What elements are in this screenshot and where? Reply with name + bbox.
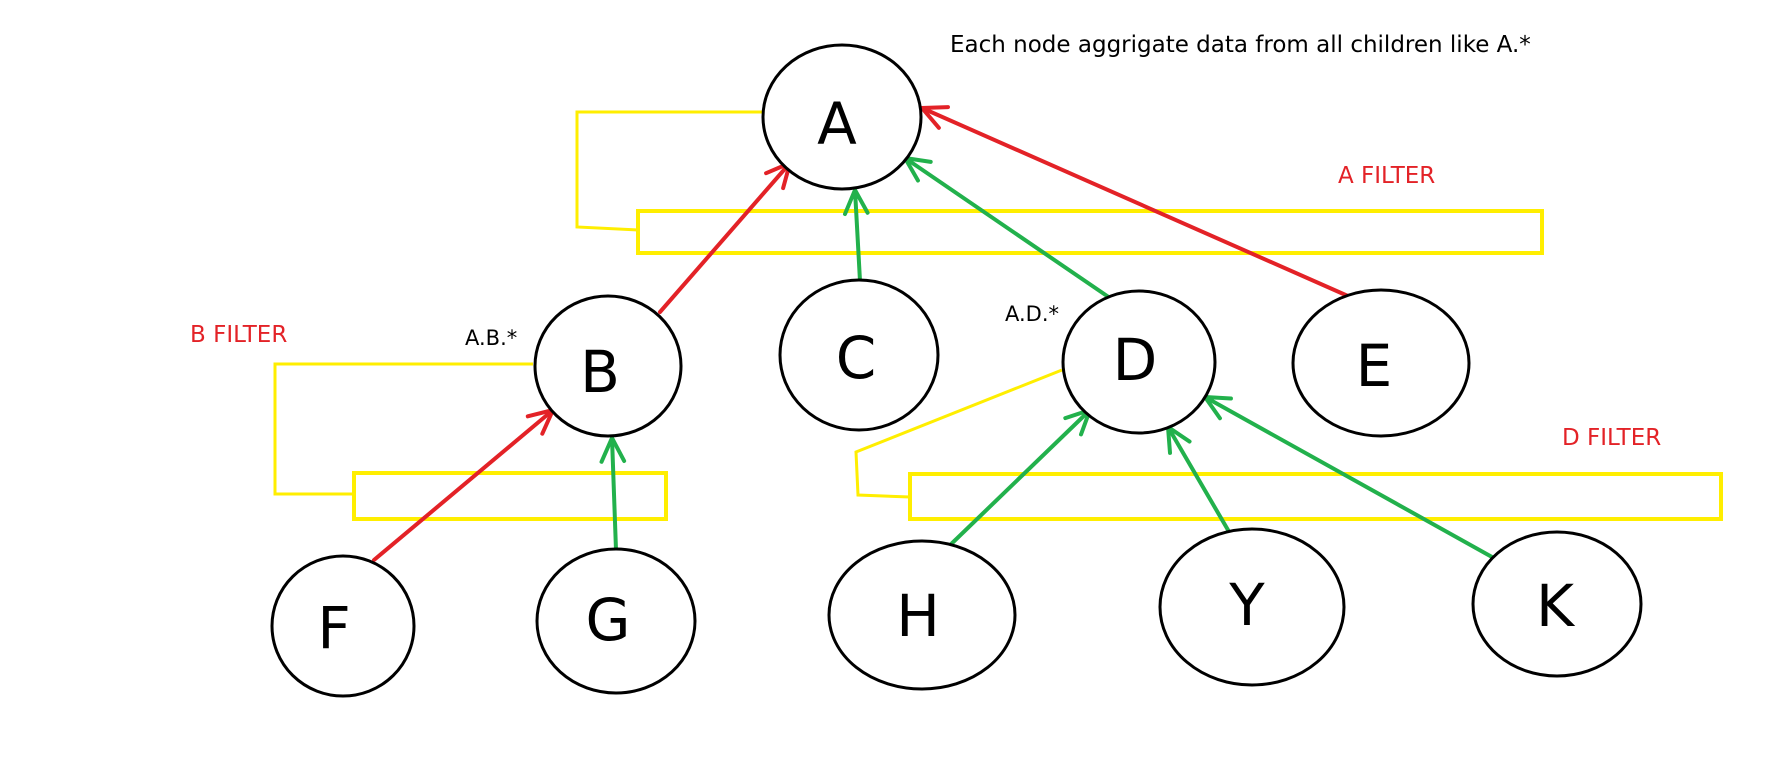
node-k[interactable]: K <box>1471 530 1643 678</box>
path-label-d: A.D.* <box>1005 302 1059 326</box>
node-k-circle <box>1471 530 1643 678</box>
path-label-b: A.B.* <box>465 326 517 350</box>
edge-line <box>610 436 618 552</box>
arrowhead <box>842 185 870 216</box>
a-filter-label: A FILTER <box>1338 163 1435 189</box>
edge-line <box>903 156 1112 300</box>
node-b-circle <box>533 294 683 438</box>
node-f[interactable]: F <box>270 554 416 698</box>
node-e[interactable]: E <box>1291 288 1471 438</box>
node-d-circle <box>1061 289 1217 435</box>
edge-y-to-d <box>1165 423 1230 532</box>
edge-line <box>920 106 1359 302</box>
node-b-label: B <box>580 338 620 406</box>
node-f-circle <box>270 554 416 698</box>
node-h[interactable]: H <box>827 539 1017 691</box>
edge-line <box>1203 395 1494 559</box>
d-filter-bar <box>908 472 1723 521</box>
arrowhead <box>901 155 933 183</box>
node-d[interactable]: D <box>1061 289 1217 435</box>
node-g[interactable]: G <box>535 547 697 695</box>
node-e-circle <box>1291 288 1471 438</box>
node-h-label: H <box>896 582 940 650</box>
node-d-label: D <box>1113 326 1158 394</box>
node-a-circle <box>761 43 923 191</box>
node-g-label: G <box>586 586 631 654</box>
a-filter-bar <box>636 209 1544 255</box>
node-f-label: F <box>317 594 350 662</box>
node-c-label: C <box>836 324 877 392</box>
edge-f-to-b <box>372 407 557 562</box>
node-g-circle <box>535 547 697 695</box>
aggregation-note: Each node aggrigate data from all childr… <box>950 32 1531 58</box>
edge-line <box>1166 425 1230 532</box>
edge-line <box>853 188 862 283</box>
edge-g-to-b <box>599 433 627 552</box>
a-filter: A FILTER <box>575 110 1544 255</box>
b-filter: B FILTER <box>190 322 668 521</box>
node-y-circle <box>1158 527 1346 687</box>
b-filter-label: B FILTER <box>190 322 287 348</box>
edge-b-to-a <box>658 159 794 314</box>
node-a-label: A <box>817 90 857 158</box>
node-b[interactable]: B <box>533 294 683 438</box>
node-y-label: Y <box>1228 571 1265 639</box>
a-filter-bracket <box>575 110 765 232</box>
node-c[interactable]: C <box>778 278 940 432</box>
d-filter-bracket <box>854 368 1063 499</box>
edge-line <box>658 161 792 314</box>
edge-line <box>943 408 1092 552</box>
arrowhead <box>599 433 627 464</box>
node-h-circle <box>827 539 1017 691</box>
edges <box>372 105 1494 562</box>
d-filter: D FILTER <box>854 368 1723 521</box>
edge-h-to-d <box>943 406 1094 552</box>
edge-c-to-a <box>842 185 870 283</box>
edge-e-to-a <box>917 105 1359 302</box>
node-k-label: K <box>1536 572 1576 640</box>
edge-line <box>372 408 555 562</box>
node-e-label: E <box>1356 332 1393 400</box>
b-filter-bracket <box>273 362 533 496</box>
d-filter-label: D FILTER <box>1562 425 1661 451</box>
node-a[interactable]: A <box>761 43 923 191</box>
node-y[interactable]: Y <box>1158 527 1346 687</box>
node-c-circle <box>778 278 940 432</box>
arrowhead <box>917 105 950 130</box>
b-filter-bar <box>352 471 668 521</box>
